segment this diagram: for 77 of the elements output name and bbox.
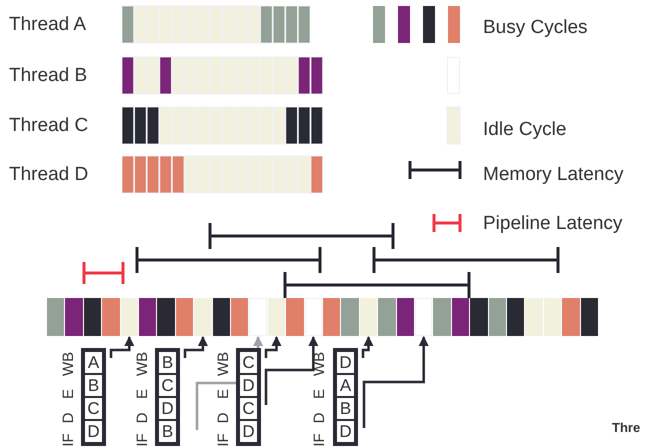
cycle-cell — [47, 298, 64, 336]
stage-cell: C — [84, 397, 103, 420]
arrow — [264, 336, 282, 358]
cycle-cell — [212, 298, 230, 336]
cycle-cell — [488, 298, 506, 336]
pipeline-stack — [155, 348, 180, 446]
cycle-cell — [378, 298, 396, 336]
cycle-cell — [176, 298, 194, 336]
cycle-cell — [562, 298, 580, 336]
stage-cell: D — [84, 420, 103, 443]
cycle-cell — [360, 298, 378, 336]
stage-label: E — [60, 388, 78, 402]
cycle-cell — [525, 298, 543, 336]
arrow — [362, 336, 374, 358]
arrow — [362, 336, 429, 428]
stage-label: D — [134, 412, 152, 426]
cycle-cell — [102, 298, 120, 336]
stage-label: D — [215, 412, 233, 426]
stage-cell: D — [239, 420, 258, 443]
cycle-cell — [323, 298, 340, 336]
cycle-cell — [120, 298, 138, 336]
legend-label: Busy Cycles — [483, 17, 588, 39]
stage-label: E — [311, 388, 329, 402]
cycle-cell — [507, 298, 524, 336]
cycle-cell — [65, 298, 83, 336]
cycle-cell — [415, 298, 432, 336]
legend-label: Memory Latency — [483, 164, 624, 186]
arrow — [110, 336, 134, 358]
stage-label: D — [311, 412, 329, 426]
stage-cell: B — [158, 420, 177, 443]
legend-label: Idle Cycle — [483, 119, 566, 141]
cycle-cell — [341, 298, 359, 336]
stage-cell: B — [158, 351, 177, 374]
cycle-cell — [544, 298, 562, 336]
stage-cell: B — [336, 397, 355, 420]
cycle-cell — [194, 298, 212, 336]
thread-label: Thread C — [9, 115, 88, 137]
stage-cell: A — [84, 351, 103, 374]
legend-label: Pipeline Latency — [483, 213, 622, 235]
thread-label: Thread D — [9, 164, 88, 186]
stage-cell: D — [336, 351, 355, 374]
stage-cell: C — [239, 397, 258, 420]
cycle-cell — [231, 298, 248, 336]
stage-cell: D — [158, 397, 177, 420]
stage-cell: D — [239, 374, 258, 397]
stage-cell: B — [84, 374, 103, 397]
arrow — [264, 336, 318, 405]
stage-label: E — [215, 388, 233, 402]
cycle-cell — [580, 298, 598, 336]
cycle-cell — [470, 298, 488, 336]
caption-text: Thre — [612, 420, 640, 435]
thread-label: Thread B — [9, 65, 88, 87]
cycle-cell — [304, 298, 322, 336]
cycle-cell — [268, 298, 286, 336]
cycle-cell — [433, 298, 451, 336]
cycle-cell — [286, 298, 304, 336]
cycle-cell — [249, 298, 267, 336]
cycle-cell — [139, 298, 156, 336]
thread-label: Thread A — [9, 14, 86, 36]
stage-cell: C — [158, 374, 177, 397]
cycle-cell — [84, 298, 102, 336]
stage-cell: A — [336, 374, 355, 397]
stage-cell: D — [336, 420, 355, 443]
pipeline-stack — [333, 348, 358, 446]
stage-label: IF — [60, 432, 78, 447]
pipeline-stack — [236, 348, 261, 446]
stage-label: D — [60, 412, 78, 426]
cycle-cell — [452, 298, 470, 336]
stage-label: E — [134, 388, 152, 402]
stage-label: IF — [311, 432, 329, 447]
stage-cell: C — [239, 351, 258, 374]
stage-label: IF — [215, 432, 233, 447]
arrow — [184, 336, 208, 358]
pipeline-stack — [81, 348, 106, 446]
cycle-cell — [157, 298, 175, 336]
cycle-cell — [396, 298, 414, 336]
stage-label: IF — [134, 432, 152, 447]
